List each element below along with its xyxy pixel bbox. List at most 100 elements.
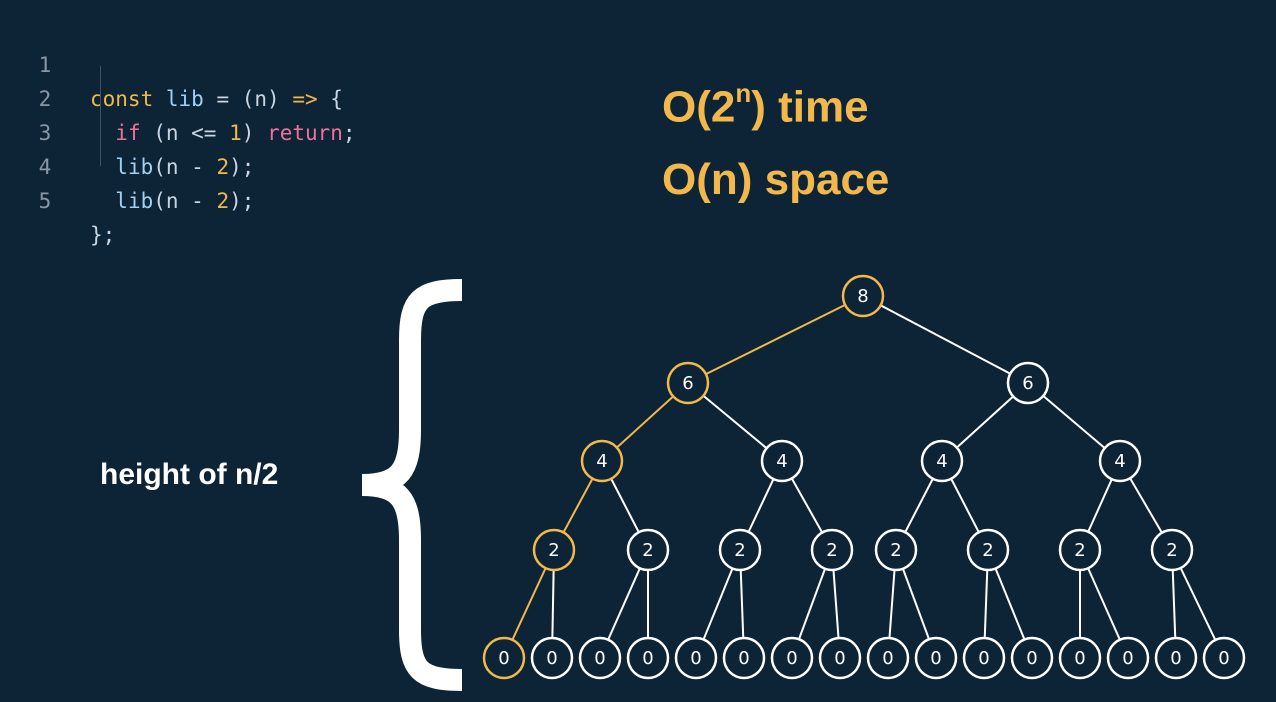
node-circle bbox=[532, 528, 576, 572]
node-circle bbox=[874, 528, 918, 572]
tree-node: 0 bbox=[866, 636, 910, 680]
node-circle bbox=[760, 439, 804, 483]
node-label: 0 bbox=[930, 648, 941, 669]
highlighted-edge bbox=[687, 295, 864, 384]
highlighted-tree-node: 2 bbox=[532, 528, 576, 572]
node-circle bbox=[626, 528, 670, 572]
node-label: 0 bbox=[594, 648, 605, 669]
tree-node: 2 bbox=[1150, 528, 1194, 572]
node-label: 6 bbox=[682, 373, 693, 394]
node-label: 0 bbox=[642, 648, 653, 669]
node-circle bbox=[674, 636, 718, 680]
node-circle bbox=[1154, 636, 1198, 680]
tree-node: 4 bbox=[760, 439, 804, 483]
tree-node: 0 bbox=[1106, 636, 1150, 680]
node-label: 0 bbox=[546, 648, 557, 669]
node-label: 0 bbox=[1074, 648, 1085, 669]
curly-brace-icon bbox=[361, 279, 463, 691]
node-circle bbox=[1058, 636, 1102, 680]
node-circle bbox=[966, 528, 1010, 572]
node-label: 0 bbox=[1170, 648, 1181, 669]
tree-node: 0 bbox=[962, 636, 1006, 680]
height-label: height of n/2 bbox=[100, 458, 279, 491]
node-label: 4 bbox=[1114, 451, 1125, 472]
space-complexity: O(n) space bbox=[662, 155, 890, 204]
tree-node: 2 bbox=[874, 528, 918, 572]
tree-node: 0 bbox=[914, 636, 958, 680]
code-text: lib(n - 2); bbox=[115, 155, 255, 179]
code-block: 1 const lib = (n) => { 2 if (n <= 1) ret… bbox=[0, 14, 356, 247]
node-circle bbox=[580, 439, 624, 483]
node-circle bbox=[866, 636, 910, 680]
node-circle bbox=[1150, 528, 1194, 572]
line-number: 2 bbox=[38, 87, 52, 111]
tree-node: 0 bbox=[770, 636, 814, 680]
tree-node: 6 bbox=[1006, 361, 1050, 405]
time-complexity: O(2n) time bbox=[662, 78, 869, 132]
node-circle bbox=[1202, 636, 1246, 680]
node-label: 0 bbox=[882, 648, 893, 669]
tree-node: 4 bbox=[920, 439, 964, 483]
node-label: 2 bbox=[890, 540, 901, 561]
tree-node: 2 bbox=[966, 528, 1010, 572]
tree-node: 0 bbox=[1202, 636, 1246, 680]
tree-node: 0 bbox=[530, 636, 574, 680]
tree-node: 2 bbox=[1058, 528, 1102, 572]
node-label: 0 bbox=[690, 648, 701, 669]
node-label: 0 bbox=[834, 648, 845, 669]
highlighted-tree-node: 6 bbox=[666, 361, 710, 405]
node-label: 0 bbox=[978, 648, 989, 669]
node-label: 4 bbox=[596, 451, 607, 472]
node-label: 6 bbox=[1022, 373, 1033, 394]
node-circle bbox=[818, 636, 862, 680]
tree-node: 0 bbox=[722, 636, 766, 680]
node-circle bbox=[482, 636, 526, 680]
node-label: 2 bbox=[734, 540, 745, 561]
node-circle bbox=[810, 528, 854, 572]
node-circle bbox=[1058, 528, 1102, 572]
node-circle bbox=[920, 439, 964, 483]
indent-guide bbox=[100, 66, 101, 166]
node-circle bbox=[1106, 636, 1150, 680]
node-label: 4 bbox=[936, 451, 947, 472]
node-circle bbox=[770, 636, 814, 680]
tree-node: 2 bbox=[626, 528, 670, 572]
node-circle bbox=[666, 361, 710, 405]
node-label: 2 bbox=[1074, 540, 1085, 561]
line-number: 4 bbox=[38, 155, 52, 179]
highlighted-tree-node: 0 bbox=[482, 636, 526, 680]
code-line-2: 2 if (n <= 1) return; bbox=[0, 48, 356, 145]
node-label: 0 bbox=[498, 648, 509, 669]
code-line-5: 5 }; bbox=[0, 150, 116, 247]
node-label: 2 bbox=[642, 540, 653, 561]
node-circle bbox=[1098, 439, 1142, 483]
node-circle bbox=[530, 636, 574, 680]
code-line-4: 4 lib(n - 2); bbox=[0, 116, 255, 213]
tree-node: 0 bbox=[818, 636, 862, 680]
node-circle bbox=[1010, 636, 1054, 680]
tree-edge bbox=[862, 295, 1029, 384]
node-label: 0 bbox=[1218, 648, 1229, 669]
node-circle bbox=[578, 636, 622, 680]
tree-node: 0 bbox=[1010, 636, 1054, 680]
node-label: 2 bbox=[826, 540, 837, 561]
node-label: 0 bbox=[738, 648, 749, 669]
code-text: if (n <= 1) return; bbox=[115, 121, 356, 145]
line-number: 5 bbox=[38, 189, 52, 213]
highlighted-tree-node: 8 bbox=[841, 274, 885, 318]
line-number: 1 bbox=[38, 53, 52, 77]
tree-node: 0 bbox=[1154, 636, 1198, 680]
node-circle bbox=[1006, 361, 1050, 405]
code-text: }; bbox=[90, 223, 116, 247]
node-circle bbox=[914, 636, 958, 680]
tree-node: 0 bbox=[578, 636, 622, 680]
tree-node: 2 bbox=[810, 528, 854, 572]
node-circle bbox=[722, 636, 766, 680]
node-label: 0 bbox=[1026, 648, 1037, 669]
node-label: 4 bbox=[776, 451, 787, 472]
node-label: 8 bbox=[857, 286, 868, 307]
tree-node: 0 bbox=[1058, 636, 1102, 680]
node-circle bbox=[718, 528, 762, 572]
node-label: 2 bbox=[548, 540, 559, 561]
